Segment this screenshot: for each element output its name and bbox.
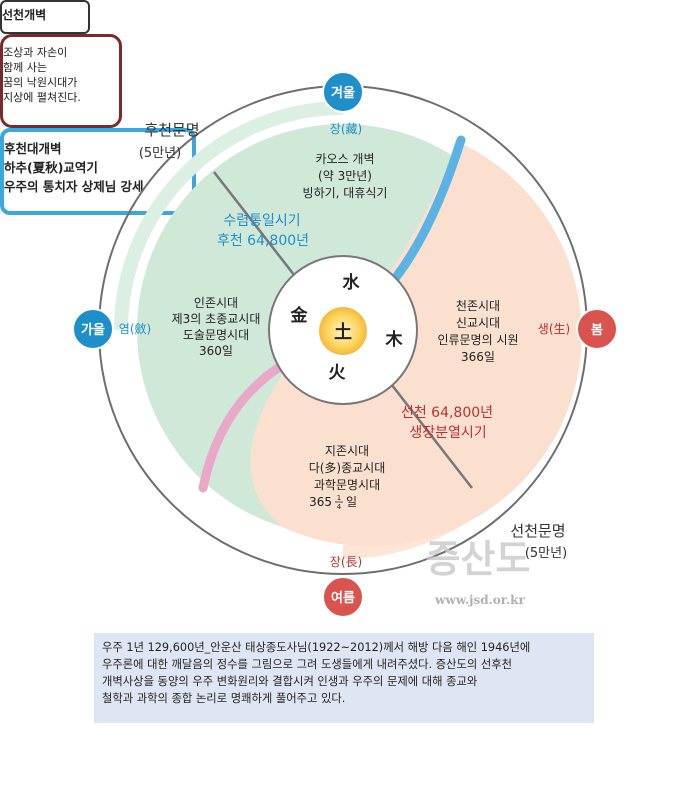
early-opening-label: 선천개벽 <box>2 8 47 22</box>
summer-era-line1: 지존시대 <box>325 444 369 458</box>
element-water: 水 <box>343 272 361 293</box>
season-spring-sub: 생(生) <box>538 322 570 336</box>
season-summer-label: 여름 <box>331 590 355 606</box>
summer-days-fraction-den: 4 <box>337 503 342 511</box>
summer-era-days: 365 1 4 일 <box>309 494 357 511</box>
harvest-period-line1: 수렴통일시기 <box>223 213 300 229</box>
caption-box: 우주 1년 129,600년_안운산 태상종도사님(1922~2012)께서 해… <box>94 633 594 723</box>
chaos-line1: 카오스 개벽 <box>315 152 374 166</box>
season-winter-sub: 장(藏) <box>330 122 362 136</box>
watermark-url: www.jsd.or.kr <box>434 593 525 607</box>
season-autumn: 가을 <box>72 308 114 350</box>
summer-days-prefix: 365 <box>309 495 332 509</box>
cosmic-year-diagram: 水 金 木 火 土 겨울 장(藏) 봄 생(生) 여름 장(長) 가을 염(斂)… <box>72 71 618 618</box>
summer-days-suffix: 일 <box>346 495 357 509</box>
later-heaven-title: 후천문명 <box>144 121 199 139</box>
element-earth: 土 <box>334 322 352 343</box>
season-spring: 봄 <box>576 308 618 350</box>
ancestors-line4: 지상에 펼쳐진다. <box>3 91 81 104</box>
spring-era-line4: 366일 <box>461 350 495 364</box>
summer-era-line3: 과학문명시대 <box>314 478 380 492</box>
spring-era-line3: 인류문명의 시원 <box>437 333 518 347</box>
later-opening-box: 후천대개벽 하추(夏秋)교역기 우주의 통치자 상제님 강세 <box>0 128 196 215</box>
harvest-period-line2: 후천 64,800년 <box>217 233 309 249</box>
early-opening-box: 선천개벽 <box>0 0 90 34</box>
autumn-era-line1: 인존시대 <box>194 296 238 310</box>
element-fire: 火 <box>329 363 347 383</box>
caption-line2: 우주론에 대한 깨달음의 정수를 그림으로 그려 도생들에게 내려주셨다. 증산… <box>102 658 513 671</box>
chaos-line3: 빙하기, 대휴식기 <box>303 186 388 200</box>
season-autumn-label: 가을 <box>81 322 105 338</box>
later-opening-line3: 우주의 통치자 상제님 강세 <box>4 179 144 194</box>
watermark-title: 증산도 <box>426 537 531 581</box>
summer-era-line2: 다(多)종교시대 <box>309 461 386 475</box>
caption-line4: 철학과 과학의 종합 논리로 명쾌하게 풀어주고 있다. <box>102 692 346 705</box>
later-heaven-span: (5만년) <box>139 146 181 161</box>
spring-era-line2: 신교시대 <box>456 316 500 330</box>
element-wood: 木 <box>385 329 404 350</box>
spring-era-line1: 천존시대 <box>456 298 500 313</box>
season-summer: 여름 <box>322 576 364 618</box>
later-opening-line1: 후천대개벽 <box>4 141 62 156</box>
autumn-era-line3: 도술문명시대 <box>183 328 249 342</box>
ancestors-box: 조상과 자손이 함께 사는 꿈의 낙원시대가 지상에 펼쳐진다. <box>0 34 122 128</box>
ancestors-line1: 조상과 자손이 <box>3 46 68 59</box>
autumn-era-line2: 제3의 초종교시대 <box>172 312 261 326</box>
later-opening-line2: 하추(夏秋)교역기 <box>4 160 98 175</box>
ancestors-line2: 함께 사는 <box>3 61 47 74</box>
early-heaven-span: (5만년) <box>525 546 567 561</box>
caption-line1: 우주 1년 129,600년_안운산 태상종도사님(1922~2012)께서 해… <box>102 641 531 654</box>
growth-period-line1: 선천 64,800년 <box>401 405 493 421</box>
season-summer-sub: 장(長) <box>330 555 362 569</box>
growth-period-line2: 생장분열시기 <box>409 425 486 441</box>
ancestors-line3: 꿈의 낙원시대가 <box>3 76 78 89</box>
chaos-line2: (약 3만년) <box>318 168 372 183</box>
early-heaven-title: 선천문명 <box>510 522 565 540</box>
summer-days-fraction-num: 1 <box>337 494 341 502</box>
autumn-era-line4: 360일 <box>199 344 233 358</box>
season-spring-label: 봄 <box>591 323 603 338</box>
element-metal: 金 <box>290 305 309 326</box>
earth-sun <box>319 307 367 355</box>
season-winter: 겨울 <box>322 71 364 113</box>
caption-line3: 개벽사상을 동양의 우주 변화원리와 결합시켜 인생과 우주의 문제에 대해 종… <box>102 675 478 688</box>
season-winter-label: 겨울 <box>331 85 355 101</box>
later-heaven-band <box>114 101 344 331</box>
season-autumn-sub: 염(斂) <box>119 321 151 336</box>
